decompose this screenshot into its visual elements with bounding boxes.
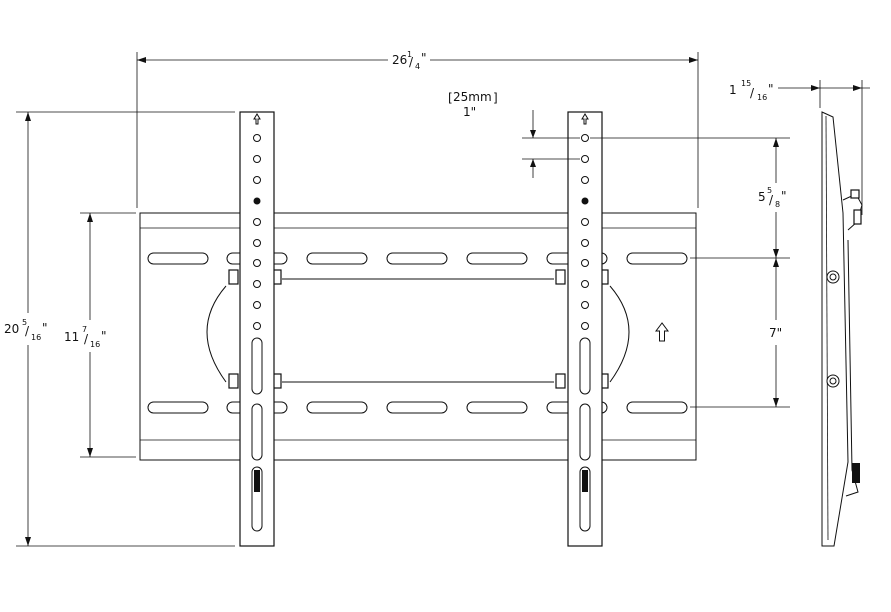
mounting-slots-bottom <box>147 401 688 414</box>
dim-side-depth-den: 16 <box>757 93 767 102</box>
dim-overall-width-whole: 26 <box>392 53 407 67</box>
fraction-slash: / <box>750 86 755 100</box>
dim-overall-width-den: 4 <box>415 62 420 71</box>
tension-wires <box>206 278 630 383</box>
mounting-slots-top <box>147 252 688 265</box>
dim-side-depth-num: 15 <box>741 79 751 88</box>
dim-hole-pitch: [ 25mm ] 1" <box>448 90 580 178</box>
dim-upper-span-unit: " <box>781 189 787 203</box>
dim-overall-height: 20 5 / 16 " <box>4 111 235 547</box>
fraction-slash: / <box>84 332 89 346</box>
dim-lower-span: 7" <box>690 258 790 408</box>
dim-plate-height-num: 7 <box>82 325 87 334</box>
dim-upper-span-num: 5 <box>767 186 772 195</box>
wall-plate <box>139 212 697 461</box>
fraction-slash: / <box>769 193 774 207</box>
dim-overall-height-den: 16 <box>31 333 41 342</box>
bracket-left: [ <box>448 91 453 105</box>
dim-overall-height-unit: " <box>42 321 48 335</box>
dim-overall-width-num: 1 <box>407 50 412 59</box>
bracket-right: ] <box>493 91 498 105</box>
dim-overall-height-num: 5 <box>22 318 27 327</box>
dim-upper-span-whole: 5 <box>758 190 766 204</box>
dim-plate-height-whole: 11 <box>64 330 79 344</box>
left-vertical-bracket <box>239 111 275 547</box>
dim-plate-height-unit: " <box>101 329 107 343</box>
dim-overall-height-whole: 20 <box>4 322 19 336</box>
dim-side-depth-unit: " <box>768 82 774 96</box>
dim-overall-width-unit: " <box>421 51 427 65</box>
right-vertical-bracket <box>567 111 603 547</box>
dim-upper-span: 5 5 / 8 " <box>590 137 790 259</box>
dim-upper-span-den: 8 <box>775 200 780 209</box>
dim-side-depth-whole: 1 <box>729 83 737 97</box>
dim-plate-height-den: 16 <box>90 340 100 349</box>
fraction-slash: / <box>409 55 414 69</box>
dim-plate-height: 11 7 / 16 " <box>64 212 136 458</box>
dim-overall-width: 26 1 / 4 " <box>136 50 699 208</box>
up-arrow-icon <box>655 322 669 342</box>
side-profile-view: 1 15 / 16 " <box>729 79 870 547</box>
dim-hole-pitch-metric: 25mm <box>453 90 492 104</box>
fraction-slash: / <box>25 324 30 338</box>
dim-lower-span-label: 7" <box>769 326 782 340</box>
dim-hole-pitch-imperial: 1" <box>463 105 476 119</box>
